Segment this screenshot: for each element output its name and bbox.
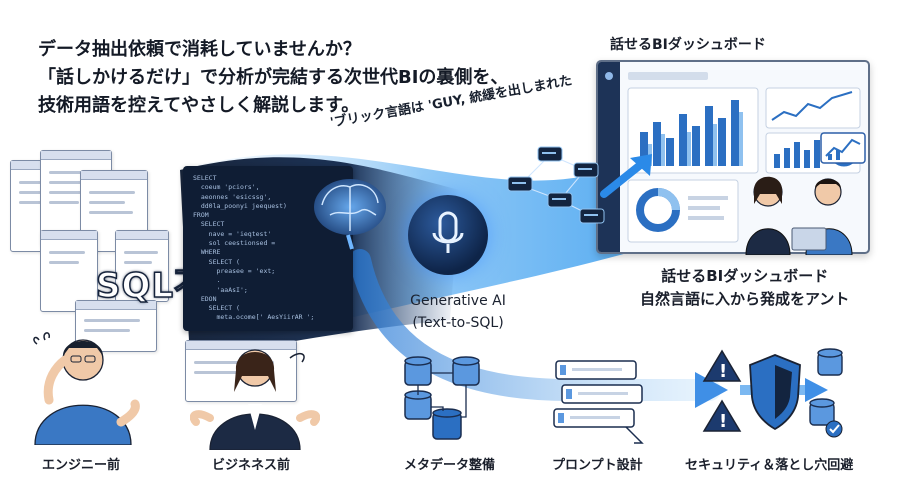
intro-line-2: 「話しかけるだけ」で分析が完結する次世代BIの裏側を、: [38, 67, 509, 88]
intro-headline: データ抽出依頼で消耗していませんか？ 「話しかけるだけ」で分析が完結する次世代B…: [38, 36, 508, 120]
document-sheet: [40, 230, 98, 312]
code-line: nave = 'ieqtest': [193, 229, 272, 238]
document-sheet: [115, 230, 169, 302]
code-line: meta.ocome[' AesYiirAR ';: [193, 313, 315, 322]
chart-callout-icon: [820, 132, 866, 164]
step-label-prompt: プロンプト設計: [552, 458, 643, 473]
dashboard-subtitle-line-2: 自然言語に入から発成をアント: [640, 290, 850, 308]
step-label-metadata: メタデータ整備: [404, 458, 496, 473]
code-line: preasee = 'ext;: [193, 266, 276, 275]
svg-text:!: !: [719, 361, 727, 382]
business-person-illustration: [190, 349, 320, 450]
code-line: EDON: [193, 294, 217, 303]
microphone-icon: [432, 211, 464, 253]
dashboard-subtitle-line-1: 話せるBIダッシュボード: [661, 267, 829, 285]
code-line: SELECT (: [193, 304, 240, 313]
code-line: dd0la_poonyi jeequest): [193, 201, 287, 210]
dashboard-users-illustration: [745, 176, 853, 255]
database-icon: [404, 356, 480, 440]
prompt-cards-icon: [553, 360, 644, 444]
ai-label-line-2: (Text-to-SQL): [412, 315, 504, 331]
arrow-to-dashboard-icon: [600, 154, 652, 198]
engineer-illustration: [33, 332, 140, 445]
dashboard-title: 話せるBIダッシュボード: [610, 37, 766, 53]
svg-text:!: !: [719, 411, 727, 432]
dashboard-subtitle: 話せるBIダッシュボード 自然言語に入から発成をアント: [640, 265, 849, 311]
code-line: sol ceestionsed =: [193, 239, 276, 248]
business-label: ビジネネス前: [212, 458, 291, 473]
code-line: SELECT (: [193, 257, 240, 266]
intro-line-3: 技術用語を控えてやさしく解説します。: [38, 95, 360, 116]
code-line: 'aaAsI';: [193, 285, 248, 294]
document-sheet: [185, 340, 297, 402]
code-line: coeum 'pciors',: [193, 183, 260, 192]
code-line: WHERE: [193, 248, 221, 257]
security-shield-icon: ! !: [702, 348, 843, 438]
code-line: .: [193, 276, 221, 285]
code-line: SELECT: [193, 174, 217, 182]
ai-label-line-1: Generative AI: [410, 293, 506, 309]
brain-icon: [314, 179, 386, 250]
generative-ai-label: Generative AI (Text-to-SQL): [393, 290, 523, 334]
code-line: FROM: [193, 211, 209, 220]
code-line: SELECT: [193, 220, 225, 229]
network-chat-nodes: [507, 146, 605, 224]
step-label-security: セキュリティ＆落とし穴回避: [685, 458, 854, 473]
engineer-label: エンジニー前: [42, 458, 121, 473]
code-line: aeonnes 'esicssg',: [193, 192, 272, 201]
intro-line-1: データ抽出依頼で消耗していませんか？: [38, 39, 361, 60]
microphone-button: [408, 195, 488, 275]
